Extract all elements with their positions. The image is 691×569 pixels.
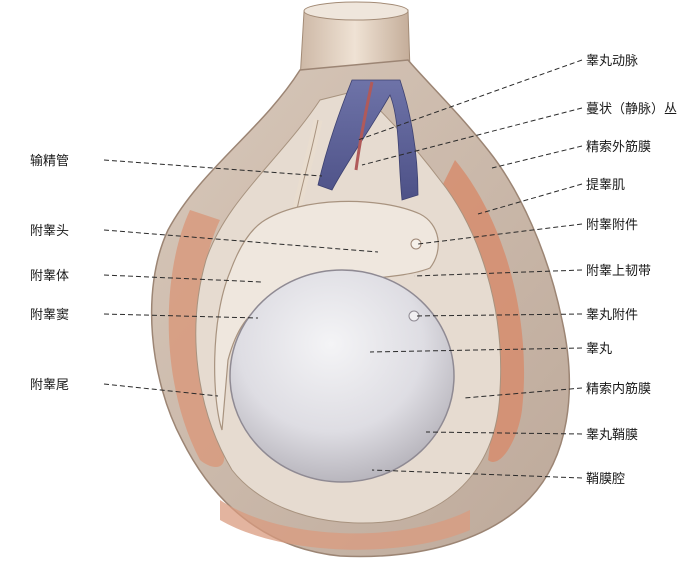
leader-appendix-of-testis: [413, 313, 583, 317]
leader-body-of-epididymis: [103, 274, 263, 283]
leader-external-spermatic-fascia: [491, 145, 583, 169]
label-tail-of-epididymis: 附睾尾: [30, 377, 69, 393]
label-vas-deferens: 输精管: [30, 153, 69, 169]
cremaster-muscle-right: [440, 160, 525, 462]
label-sinus-of-epididymis: 附睾窦: [30, 307, 69, 323]
label-internal-spermatic-fascia: 精索内筋膜: [586, 381, 651, 397]
leader-sinus-of-epididymis: [103, 313, 259, 319]
label-appendix-of-testis: 睾丸附件: [586, 307, 638, 323]
label-external-spermatic-fascia: 精索外筋膜: [586, 139, 651, 155]
pampiniform-plexus-veins: [317, 79, 419, 201]
label-head-of-epididymis: 附睾头: [30, 223, 69, 239]
label-vaginal-cavity: 鞘膜腔: [586, 472, 625, 487]
leader-appendix-of-epididymis: [417, 223, 583, 245]
leader-vaginal-cavity: [371, 469, 583, 479]
label-superior-epididymal-ligament: 附睾上韧带: [586, 263, 651, 279]
label-appendix-of-epididymis: 附睾附件: [586, 217, 638, 233]
cremaster-muscle-bottom: [220, 500, 470, 550]
leader-head-of-epididymis: [103, 229, 379, 253]
label-cremaster: 提睾肌: [586, 177, 625, 193]
label-body-of-epididymis: 附睾体: [30, 268, 69, 284]
label-tunica-vaginalis: 睾丸鞘膜: [586, 427, 638, 443]
leader-vas-deferens: [103, 159, 323, 177]
testis-body: [229, 269, 455, 483]
leader-superior-epididymal-ligament: [413, 269, 583, 277]
leader-pampiniform-plexus: [361, 107, 583, 166]
leader-tail-of-epididymis: [103, 383, 219, 397]
label-testicular-artery: 睾丸动脉: [586, 53, 638, 69]
label-pampiniform-plexus: 蔓状（静脉）丛: [586, 102, 677, 117]
leader-testis: [369, 347, 583, 353]
label-testis: 睾丸: [586, 341, 612, 357]
leader-cremaster: [477, 183, 583, 215]
cord-cut-surface: [303, 1, 409, 21]
leader-internal-spermatic-fascia: [463, 387, 583, 399]
testicular-artery-vessel: [354, 81, 374, 171]
leader-tunica-vaginalis: [425, 431, 583, 435]
